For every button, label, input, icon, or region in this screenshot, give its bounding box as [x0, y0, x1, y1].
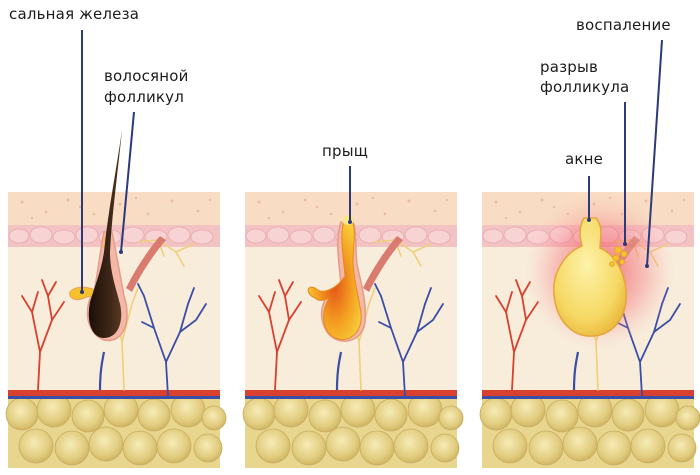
- hair: [88, 130, 122, 338]
- label-acne: акне: [565, 150, 604, 168]
- acne-cyst: [553, 217, 627, 337]
- pointer-follicle: [120, 111, 135, 253]
- label-sebaceous-gland: сальная железа: [9, 5, 140, 23]
- label-follicle-rupture-line1: разрыв: [540, 58, 599, 76]
- panel-acne: [478, 190, 700, 470]
- panel-normal: [4, 130, 228, 470]
- label-inflammation: воспаление: [576, 16, 671, 34]
- label-follicle-rupture-line2: фолликула: [540, 78, 630, 96]
- pointer-lines: [81, 30, 663, 292]
- pimple-body: [307, 217, 362, 340]
- ruptured-gland: [609, 246, 628, 267]
- label-hair-follicle-line1: волосяной: [104, 67, 189, 85]
- label-hair-follicle-line2: фолликул: [104, 88, 185, 106]
- pointer-inflammation: [646, 39, 663, 267]
- label-pimple: прыщ: [322, 142, 369, 160]
- muscle: [126, 236, 166, 292]
- panel-pimple: [241, 190, 465, 470]
